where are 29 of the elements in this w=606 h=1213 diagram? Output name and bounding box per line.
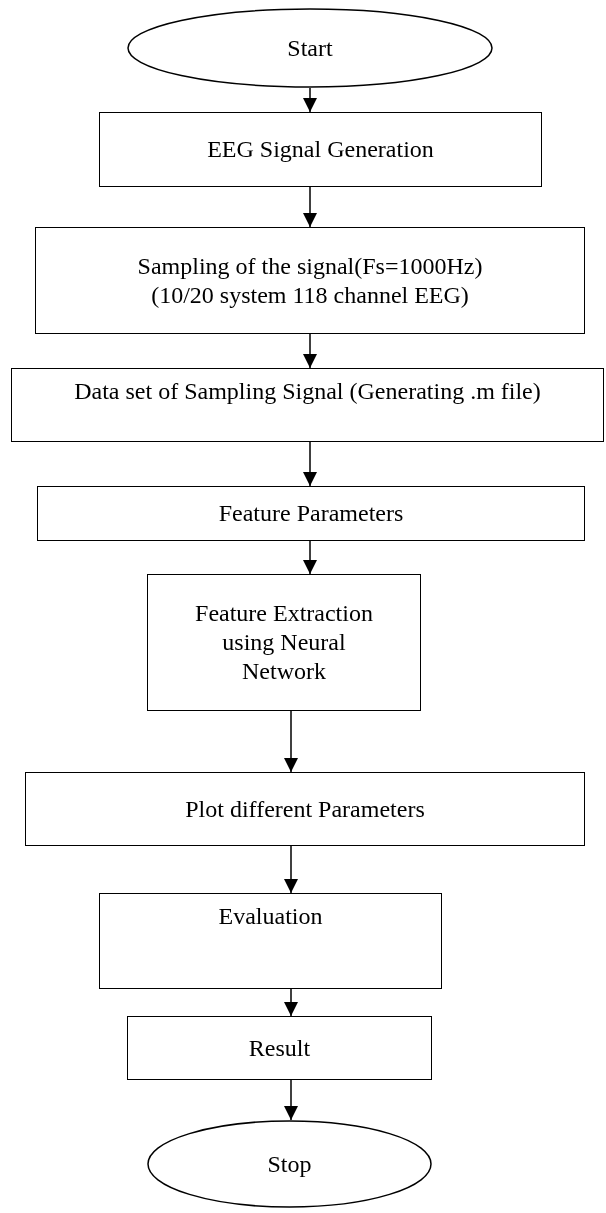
node-label: Feature Extraction using Neural Network (194, 599, 374, 686)
process-box (35, 227, 585, 334)
process-box (147, 574, 421, 711)
node-label: EEG Signal Generation (207, 135, 434, 164)
arrow (284, 1079, 298, 1121)
process-box (99, 893, 442, 989)
node-label: Stop (267, 1149, 312, 1179)
terminal-ellipse (127, 8, 493, 88)
arrow (284, 988, 298, 1017)
arrow (303, 87, 317, 113)
arrow (303, 540, 317, 575)
node-label: Plot different Parameters (185, 794, 425, 824)
terminal-ellipse (147, 1120, 432, 1208)
node-label: Result (248, 1033, 311, 1063)
arrow (284, 845, 298, 894)
process-box (11, 368, 604, 442)
arrow (284, 710, 298, 773)
process-box (127, 1016, 432, 1080)
node-label: Start (287, 33, 333, 63)
process-box (99, 112, 542, 187)
node-label: Evaluation (218, 902, 323, 931)
node-label: Sampling of the signal(Fs=1000Hz) (10/20 system 118 channel EEG) (136, 251, 484, 310)
arrow (303, 441, 317, 487)
arrow (303, 186, 317, 228)
process-box (25, 772, 585, 846)
node-label: Feature Parameters (218, 499, 404, 528)
arrow (303, 333, 317, 369)
node-label: Data set of Sampling Signal (Generating .m file) (74, 377, 541, 406)
process-box (37, 486, 585, 541)
